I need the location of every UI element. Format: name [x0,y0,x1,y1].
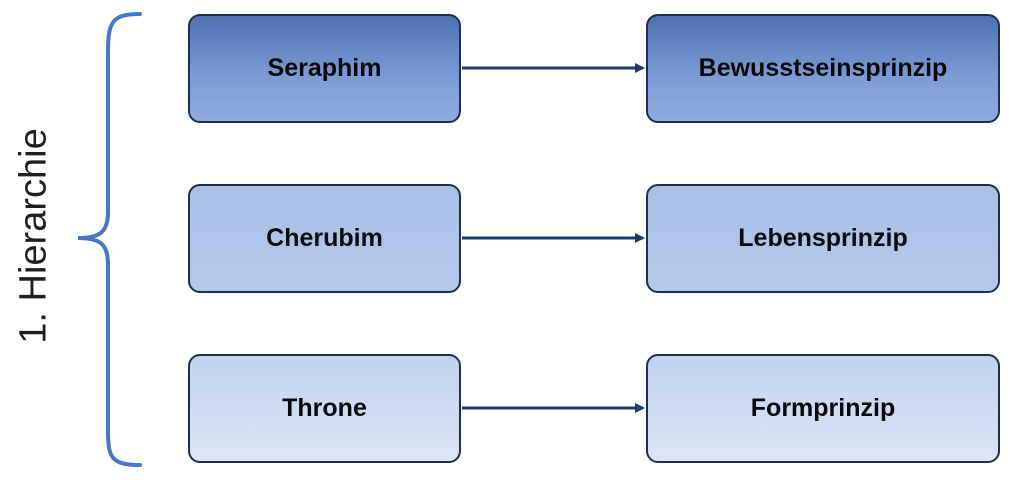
node-bewusstseinsprinzip: Bewusstseinsprinzip [646,14,1000,123]
node-formprinzip: Formprinzip [646,354,1000,463]
node-throne: Throne [188,354,461,463]
curly-brace [77,12,142,467]
node-cherubim: Cherubim [188,184,461,293]
node-seraphim: Seraphim [188,14,461,123]
hierarchy-label: 1. Hierarchie [12,128,55,344]
node-lebensprinzip: Lebensprinzip [646,184,1000,293]
